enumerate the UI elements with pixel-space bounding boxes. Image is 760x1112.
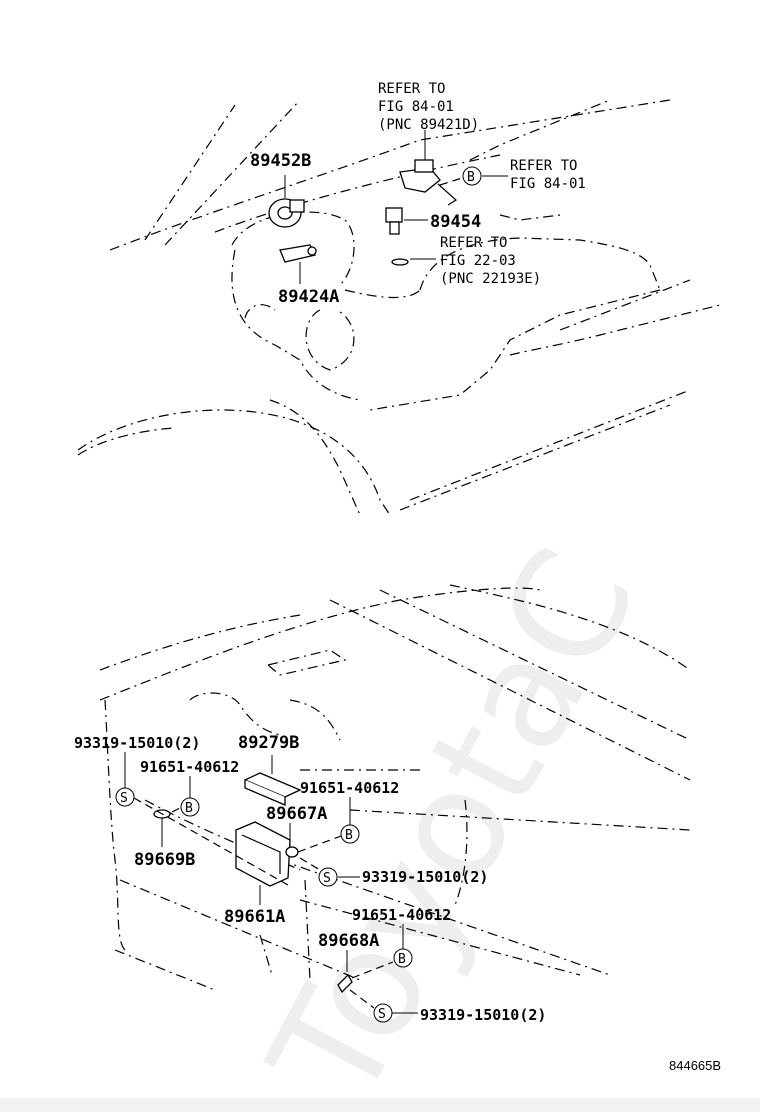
s-symbol-icon bbox=[373, 1003, 393, 1023]
b-symbol-text: B bbox=[398, 952, 406, 967]
clip-label-91651-1: 91651-40612 bbox=[140, 758, 239, 776]
ref-label-2-line2: FIG 84-01 bbox=[510, 176, 586, 192]
part-89279b-bracket bbox=[243, 772, 302, 806]
b-symbol-icon bbox=[393, 948, 413, 968]
bolt-label-93319-1: 93319-15010(2) bbox=[74, 734, 200, 752]
clip-label-91651-2: 91651-40612 bbox=[300, 779, 399, 797]
part-89668a-clip bbox=[337, 973, 353, 994]
part-label-89668a: 89668A bbox=[318, 931, 379, 951]
part-label-89424a: 89424A bbox=[278, 287, 339, 307]
part-label-89452b: 89452B bbox=[250, 151, 311, 171]
part-89661a-ecu bbox=[235, 821, 291, 887]
b-symbol-icon bbox=[462, 166, 482, 186]
ref-label-2-line1: REFER TO bbox=[510, 158, 577, 174]
b-symbol-icon bbox=[340, 824, 360, 844]
engine-bay-outline bbox=[77, 99, 721, 516]
ref-label-3-line2: FIG 22-03 bbox=[440, 253, 516, 269]
bottom-bar bbox=[0, 1098, 760, 1112]
s-symbol-text: S bbox=[120, 791, 128, 806]
part-height-sensor bbox=[399, 159, 457, 206]
clip-label-91651-3: 91651-40612 bbox=[352, 906, 451, 924]
part-89667a-clip bbox=[285, 846, 299, 858]
part-label-89661a: 89661A bbox=[224, 907, 285, 927]
s-symbol-text: S bbox=[378, 1007, 386, 1022]
ref-label-1-line2: FIG 84-01 bbox=[378, 99, 454, 115]
ref-label-1-line3: (PNC 89421D) bbox=[378, 117, 479, 133]
s-symbol-icon bbox=[318, 867, 338, 887]
part-label-89667a: 89667A bbox=[266, 804, 327, 824]
s-symbol-text: S bbox=[323, 871, 331, 886]
ref-label-3-line3: (PNC 22193E) bbox=[440, 271, 541, 287]
part-89452b-sensor bbox=[268, 198, 305, 228]
ref-label-3-line1: REFER TO bbox=[440, 235, 507, 251]
bolt-label-93319-2: 93319-15010(2) bbox=[362, 868, 488, 886]
part-label-89454: 89454 bbox=[430, 212, 481, 232]
bolt-label-93319-3: 93319-15010(2) bbox=[420, 1006, 546, 1024]
b-symbol-text: B bbox=[345, 828, 353, 843]
ref-label-1-line1: REFER TO bbox=[378, 81, 445, 97]
part-label-89669b: 89669B bbox=[134, 850, 195, 870]
b-symbol-icon bbox=[180, 797, 200, 817]
part-label-89279b: 89279B bbox=[238, 733, 299, 753]
part-89424a-connector bbox=[279, 244, 317, 263]
part-89454-sensor bbox=[385, 207, 409, 266]
b-symbol-text: B bbox=[185, 801, 193, 816]
b-symbol-text: B bbox=[467, 170, 475, 185]
body-outline bbox=[99, 584, 691, 991]
figure-code: 844665B bbox=[669, 1058, 721, 1073]
s-symbol-icon bbox=[115, 787, 135, 807]
